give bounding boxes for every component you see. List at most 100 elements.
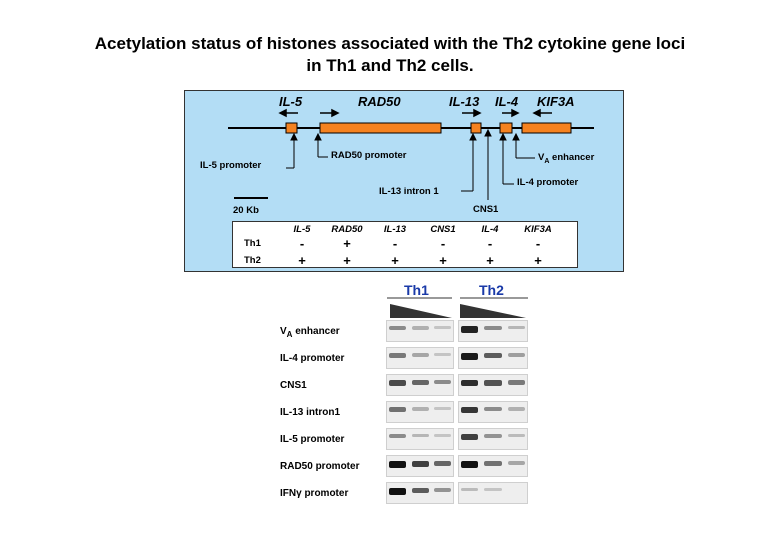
gel-band: [411, 407, 429, 411]
table-cell: +: [343, 253, 351, 268]
gel-lane-group-th2: [458, 320, 528, 342]
gel-band: [460, 407, 479, 414]
gel-band: [460, 380, 479, 387]
gel-group-th1: Th1: [404, 282, 429, 298]
gel-band: [411, 488, 429, 494]
gel-band: [484, 461, 502, 466]
gel-band: [434, 380, 452, 385]
table-column-header: IL-4: [481, 224, 499, 235]
label-cns1: CNS1: [473, 204, 499, 215]
table-cell: +: [534, 253, 542, 268]
figure-title: Acetylation status of histones associate…: [0, 33, 780, 77]
gel-band: [411, 326, 429, 330]
kif3a-gene-box: [521, 122, 572, 134]
gel-band: [460, 434, 479, 440]
label-rad50-promoter: RAD50 promoter: [331, 150, 407, 161]
gel-band: [388, 461, 406, 468]
il4-direction-arrow: [511, 108, 520, 118]
gel-row-label: VA enhancer: [280, 326, 340, 339]
il13-intron-arrow: [469, 132, 477, 141]
gel-lane-group-th2: [458, 455, 528, 477]
table-column-header: KIF3A: [524, 224, 552, 235]
label-il4-promoter: IL-4 promoter: [517, 177, 579, 188]
gel-band: [434, 353, 452, 357]
gel-band: [411, 461, 429, 467]
va-enhancer-arrow: [512, 132, 520, 141]
gel-band: [507, 380, 526, 385]
table-cell: -: [535, 236, 541, 251]
gel-lane-group-th1: [386, 428, 454, 450]
label-il13-intron: IL-13 intron 1: [379, 186, 439, 197]
il5-gene-box: [285, 122, 298, 134]
table-cell: -: [299, 236, 305, 251]
table-cell: +: [439, 253, 447, 268]
table-cell: -: [392, 236, 398, 251]
table-column-header: CNS1: [430, 224, 456, 235]
il5-direction-arrow: [278, 108, 287, 118]
table-row-label: Th2: [244, 255, 261, 266]
gel-lane-group-th2: [458, 482, 528, 504]
gel-band: [388, 380, 406, 386]
table-cell: +: [486, 253, 494, 268]
table-column-header: RAD50: [331, 224, 363, 235]
gel-lane-group-th1: [386, 347, 454, 369]
cns1-arrow: [484, 128, 492, 137]
th2-dilution-wedge: [460, 304, 526, 318]
rad50-promoter-arrow: [314, 132, 322, 141]
label-il5-promoter: IL-5 promoter: [200, 160, 262, 171]
gel-band: [388, 326, 406, 331]
gene-label-kif3a: KIF3A: [537, 94, 575, 109]
title-line-1: Acetylation status of histones associate…: [94, 34, 686, 53]
gel-row-label: IFNγ promoter: [280, 488, 349, 499]
table-cell: -: [440, 236, 446, 251]
gel-band: [460, 461, 479, 468]
kif3a-direction-arrow: [532, 108, 541, 118]
table-cell: -: [487, 236, 493, 251]
gene-label-rad50: RAD50: [358, 94, 401, 109]
gel-lane-group-th2: [458, 428, 528, 450]
gel-row-label: IL-4 promoter: [280, 353, 345, 364]
gel-band: [411, 353, 429, 357]
gene-label-il4: IL-4: [495, 94, 519, 109]
gel-band: [460, 326, 479, 333]
table-column-header: IL-5: [293, 224, 311, 235]
gel-band: [484, 488, 502, 492]
gel-band: [388, 407, 406, 412]
gel-band: [460, 353, 479, 360]
gel-band: [434, 461, 452, 467]
title-line-2: in Th1 and Th2 cells.: [306, 56, 474, 75]
gel-band: [507, 407, 526, 411]
table-cell: +: [298, 253, 306, 268]
table-cell: +: [343, 236, 351, 251]
gel-band: [507, 326, 526, 330]
gel-row-label: IL-13 intron1: [280, 407, 341, 418]
gel-band: [484, 326, 502, 331]
gel-band: [507, 434, 526, 438]
gel-row-label: RAD50 promoter: [280, 461, 360, 472]
table-row-label: Th1: [244, 238, 261, 249]
gel-band: [411, 380, 429, 386]
il5-promoter-arrow: [290, 132, 298, 141]
table-cell: +: [391, 253, 399, 268]
il13-gene-box: [470, 122, 482, 134]
gel-lane-group-th1: [386, 401, 454, 423]
gel-band: [460, 488, 479, 492]
gel-band: [388, 353, 406, 358]
table-column-header: IL-13: [383, 224, 407, 235]
gel-group-th2: Th2: [479, 282, 504, 298]
th1-dilution-wedge: [390, 304, 452, 318]
gel-row-label: CNS1: [280, 380, 307, 391]
gel-band: [434, 488, 452, 493]
gel-band: [507, 353, 526, 357]
il4-promoter-arrow: [499, 132, 507, 141]
gel-lane-group-th1: [386, 320, 454, 342]
gel-band: [484, 434, 502, 439]
gene-label-il13: IL-13: [449, 94, 480, 109]
gel-band: [484, 380, 502, 386]
il4-gene-box: [499, 122, 513, 134]
rad50-gene-box: [319, 122, 442, 134]
scale-label: 20 Kb: [233, 205, 259, 216]
gel-band: [434, 434, 452, 438]
gel-band: [434, 326, 452, 330]
